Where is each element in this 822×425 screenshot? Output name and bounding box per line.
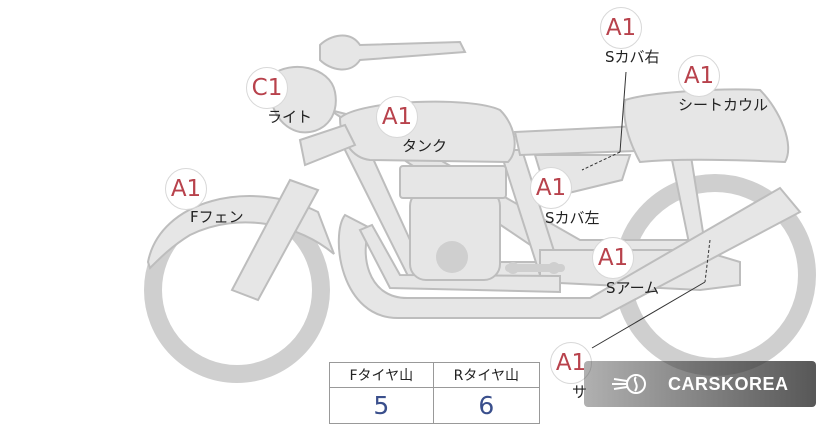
grade-badge-tank: A1 [376, 96, 418, 138]
grade-badge-light: C1 [246, 67, 288, 109]
part-label-silencer: サ [572, 383, 588, 401]
grade-badge-f-fender: A1 [165, 168, 207, 210]
flame-logo-icon [612, 374, 646, 394]
tread-header-rear: Rタイヤ山 [432, 362, 541, 388]
front-fork-shape [230, 178, 320, 302]
watermark-text: CARSKOREA [668, 374, 789, 394]
part-label-s-cover-left: Sカバ左 [545, 209, 600, 227]
part-label-light: ライト [267, 108, 313, 126]
part-label-s-arm: Sアーム [606, 279, 660, 297]
grade-badge-seat-cowl: A1 [678, 55, 720, 97]
grade-badge-s-cover-right: A1 [600, 7, 642, 49]
grade-badge-s-cover-left: A1 [530, 167, 572, 209]
grade-badge-s-arm: A1 [592, 237, 634, 279]
tread-value-front: 5 [329, 387, 434, 424]
part-label-f-fender: Fフェン [190, 208, 244, 226]
tire-tread-table: Fタイヤ山 Rタイヤ山 5 6 [329, 362, 541, 424]
part-label-tank: タンク [402, 137, 448, 155]
tread-value-rear: 6 [432, 387, 541, 424]
part-label-s-cover-right: Sカバ右 [605, 48, 660, 66]
part-label-seat-cowl: シートカウル [678, 96, 769, 114]
handlebar-shape [319, 34, 467, 71]
watermark-banner: CARSKOREA [584, 361, 816, 407]
exhaust-shape [337, 186, 802, 320]
tread-header-front: Fタイヤ山 [329, 362, 434, 388]
